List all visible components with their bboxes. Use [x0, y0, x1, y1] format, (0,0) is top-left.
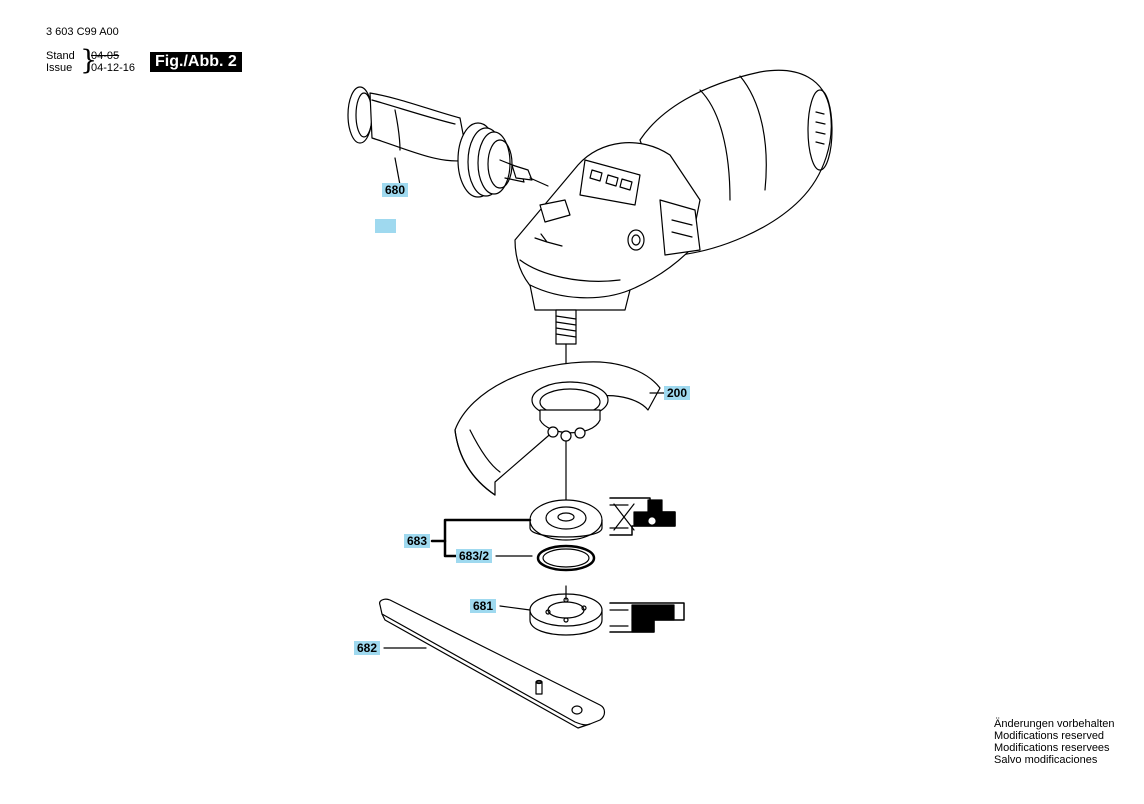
flange-section-symbol	[609, 497, 676, 536]
wheel-guard-part	[454, 361, 661, 496]
o-ring-part	[536, 544, 596, 572]
callout-680: 680	[382, 183, 409, 197]
figure-title: Fig./Abb. 2	[150, 52, 242, 72]
angle-grinder-body	[514, 69, 833, 345]
note-line-en: Modifications reserved	[994, 730, 1105, 742]
callout-200: 200	[664, 386, 691, 400]
stand-label: Stand	[46, 50, 75, 62]
note-line-es: Salvo modificaciones	[994, 754, 1098, 766]
modifications-note: Änderungen vorbehalten Modifications res…	[994, 718, 1114, 766]
issue-label: Issue	[46, 62, 73, 74]
note-line-fr: Modifications reservees	[994, 742, 1110, 754]
nut-section-symbol	[609, 602, 685, 633]
stand-date: 04-05	[91, 50, 120, 62]
leader-683	[430, 518, 532, 558]
callout-683-2: 683/2	[456, 549, 493, 563]
brace-glyph: }	[80, 45, 98, 76]
callout-682: 682	[354, 641, 381, 655]
issue-date: 04-12-16	[91, 62, 136, 74]
leader-680	[394, 157, 401, 186]
mounting-flange-part	[529, 499, 603, 541]
document-number: 3 603 C99 A00	[46, 26, 119, 38]
callout-681: 681	[470, 599, 497, 613]
spanner-wrench-part	[379, 598, 606, 729]
blank-callout-box	[375, 219, 396, 233]
note-line-de: Änderungen vorbehalten	[994, 718, 1115, 730]
side-handle-part	[347, 86, 549, 198]
callout-683: 683	[404, 534, 431, 548]
leader-681	[499, 605, 531, 611]
